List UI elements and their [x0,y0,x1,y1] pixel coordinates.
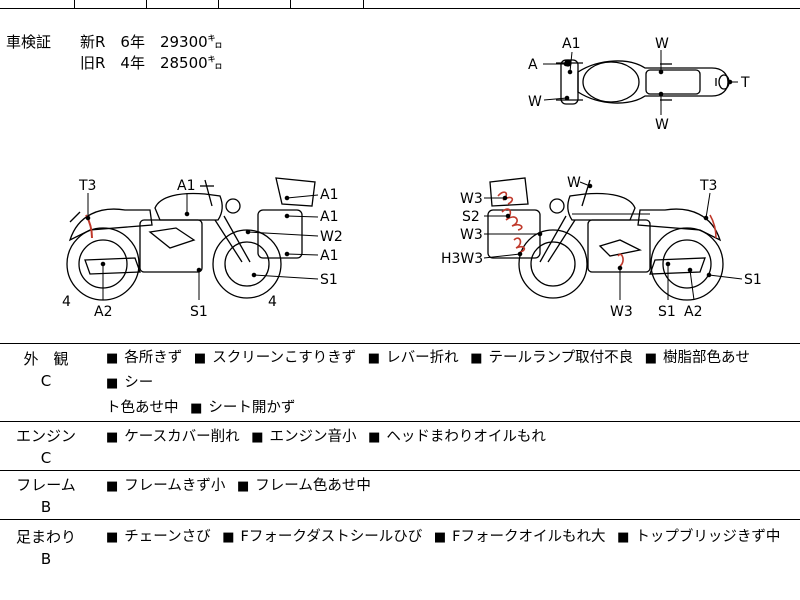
grade-value: C [40,449,52,467]
category-label: 足まわり [15,528,76,546]
right-label-w: W [567,175,581,191]
condition-items: ■ フレームきず小 ■ フレーム色あせ中 [106,474,786,499]
bullet-icon: ■ [106,430,119,445]
top-divider [146,0,147,8]
top-divider [363,0,364,8]
top-label-a1: A1 [562,36,580,52]
condition-row-engine: エンジン C ■ ケースカバー削れ ■ エンジン音小 ■ ヘッドまわりオイルもれ [0,422,800,471]
motorcycle-right-view [487,177,724,301]
bullet-icon: ■ [222,530,235,545]
condition-items: ■ チェーンさび ■ Fフォークダストシールひび ■ Fフォークオイルもれ大 ■ トップ… [106,525,786,550]
condition-item: チェーンさび [124,529,211,545]
condition-row-exterior: 外 観 C ■ 各所きず ■ スクリーンこすりきず ■ レバー折れ ■ テールランプ取付… [0,344,800,422]
left-label-a1: A1 [320,187,338,203]
shaken-new: 新R 6年 29300㌔ [80,33,223,51]
condition-item: トップブリッジきず中 [635,529,781,545]
condition-item: エンジン音小 [269,429,357,445]
condition-items: ■ ケースカバー削れ ■ エンジン音小 ■ ヘッドまわりオイルもれ [106,425,786,450]
top-label-t: T [740,75,750,91]
right-label-a2: A2 [684,304,702,320]
condition-row-frame: フレーム B ■ フレームきず小 ■ フレーム色あせ中 [0,471,800,520]
condition-item: Fフォークダストシールひび [240,529,423,545]
bullet-icon: ■ [433,530,447,545]
left-label-s1-bottom: S1 [190,304,208,320]
condition-item: レバー折れ [386,350,459,366]
condition-item: フレーム色あせ中 [255,478,371,494]
bullet-icon: ■ [251,430,264,445]
left-leader-lines [85,193,319,300]
condition-category: 外 観 C [0,348,92,392]
top-label-a: A [528,57,538,73]
motorcycle-top-view [556,59,730,105]
left-label-s1: S1 [320,272,338,288]
condition-item: ヘッドまわりオイルもれ [386,429,546,445]
left-label-a1-tank: A1 [177,178,195,194]
top-divider [218,0,219,8]
right-label-s1: S1 [744,272,762,288]
condition-item: 樹脂部色あせ [662,350,750,366]
top-label-w-left: W [528,94,542,110]
condition-category: エンジン C [0,425,92,469]
top-leader-lines [543,50,738,115]
right-label-s1-bottom: S1 [658,304,676,320]
top-label-w-bottom: W [655,117,669,133]
condition-category: 足まわり B [0,526,92,570]
left-label-4: 4 [268,294,277,310]
condition-item: フレームきず小 [124,478,226,494]
left-label-a1: A1 [320,209,338,225]
condition-item: 各所きず [124,350,183,366]
condition-category: フレーム B [0,474,92,518]
top-divider [74,0,75,8]
shaken-label: 車検証 [6,33,52,51]
condition-row-suspension: 足まわり B ■ チェーンさび ■ Fフォークダストシールひび ■ Fフォークオイルも… [0,520,800,600]
right-label-s2: S2 [462,209,480,225]
bullet-icon: ■ [193,351,207,366]
condition-item: ト色あせ中 [106,400,179,416]
damage-diagram: A1 W A T W W T3 A1 A1 A1 W2 A [62,36,762,320]
left-label-a2: A2 [94,304,112,320]
bullet-icon: ■ [617,530,630,545]
bullet-icon: ■ [644,351,657,366]
right-label-t3: T3 [699,178,717,194]
grade-value: B [40,498,52,516]
bullet-icon: ■ [106,351,119,366]
right-label-h3w3: H3W3 [441,251,483,267]
bullet-icon: ■ [470,351,483,366]
bullet-icon: ■ [190,401,203,416]
category-label: 外 観 [23,350,69,368]
left-label-w2: W2 [320,229,343,245]
condition-items: ■ 各所きず ■ スクリーンこすりきず ■ レバー折れ ■ テールランプ取付不良 ■ 樹脂… [106,346,786,421]
top-table-border [0,0,800,9]
category-label: エンジン [15,427,76,445]
grade-value: B [40,550,52,568]
bullet-icon: ■ [367,351,381,366]
condition-item: スクリーンこすりきず [212,350,357,366]
right-label-w3: W3 [460,227,483,243]
grade-value: C [40,372,52,390]
shaken-old: 旧R 4年 28500㌔ [80,54,223,72]
top-divider [290,0,291,8]
damage-marks [497,191,717,267]
category-label: フレーム [16,476,76,494]
left-label-t3: T3 [78,178,96,194]
bullet-icon: ■ [106,530,119,545]
condition-item: テールランプ取付不良 [488,350,634,366]
left-label-4: 4 [62,294,71,310]
left-label-a1: A1 [320,248,338,264]
condition-item: Fフォークオイルもれ大 [452,529,606,545]
bullet-icon: ■ [236,479,250,494]
condition-item: ケースカバー削れ [124,429,240,445]
motorcycle-left-view [66,177,316,301]
right-label-w3: W3 [460,191,483,207]
condition-item: シー [124,375,154,391]
top-label-w: W [655,36,669,52]
bullet-icon: ■ [106,376,119,391]
right-leader-lines [483,181,743,301]
right-label-w3-bottom: W3 [610,304,633,320]
bullet-icon: ■ [106,479,119,494]
section-divider [0,343,800,344]
bullet-icon: ■ [368,430,381,445]
condition-item: シート開かず [208,400,296,416]
